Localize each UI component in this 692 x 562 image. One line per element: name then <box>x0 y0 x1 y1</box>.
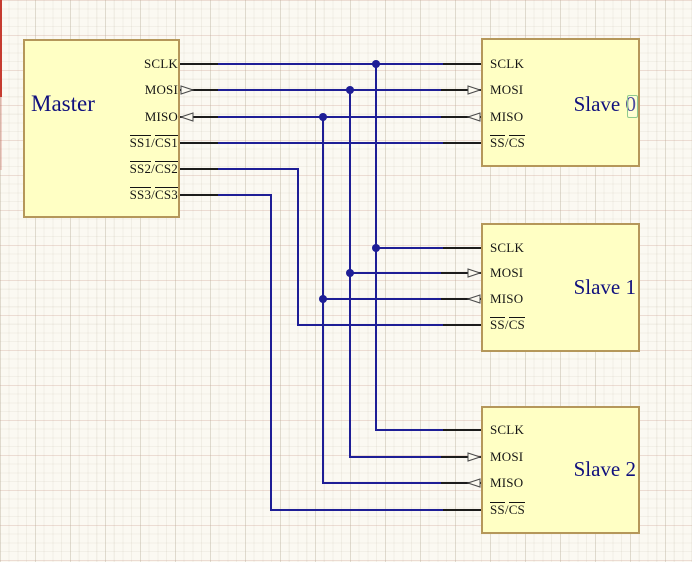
net-mosi-slave1-branch <box>349 272 441 274</box>
master-pin-ss1cs1: SS1/CS1 <box>129 135 178 150</box>
master-ss3cs3-lead <box>180 194 218 196</box>
net-miso-slave1-branch <box>322 298 441 300</box>
slave1-sscs-lead <box>443 324 481 326</box>
slave0-sscs-lead <box>443 142 481 144</box>
slave2-sclk-lead <box>443 429 481 431</box>
slave2-pin-sscs: SS/CS <box>490 502 525 517</box>
master-ss2cs2-lead <box>180 168 218 170</box>
slave2-mosi-input-arrow-icon <box>467 452 481 462</box>
master-pin-mosi: MOSI <box>144 82 178 97</box>
net-ss2cs2-wire <box>218 168 299 170</box>
junction-dot-sclk-slave1 <box>372 244 380 252</box>
net-ss3cs3-vertical <box>270 194 272 511</box>
net-ss3cs3-slave2-branch <box>270 509 444 511</box>
master-pin-ss2cs2: SS2/CS2 <box>129 161 178 176</box>
slave1-miso-lead <box>441 298 481 300</box>
slave0-pin-sclk: SCLK <box>490 56 525 71</box>
slave2-sscs-lead <box>443 509 481 511</box>
master-ss1cs1-lead <box>180 142 218 144</box>
net-sclk-slave2-branch <box>375 429 444 431</box>
net-ss2cs2-vertical <box>297 168 299 326</box>
net-sclk-slave1-branch <box>375 247 444 249</box>
slave1-pin-miso: MISO <box>490 291 524 306</box>
master-block <box>23 39 180 218</box>
slave0-miso-lead <box>441 116 481 118</box>
slave2-pin-miso: MISO <box>490 475 524 490</box>
slave1-mosi-lead <box>441 272 481 274</box>
master-miso-input-arrow-icon <box>180 112 194 122</box>
junction-dot-miso-slave0 <box>319 113 327 121</box>
net-ss1cs1-wire <box>218 142 444 144</box>
slave1-block <box>481 223 640 352</box>
master-block-title: Master <box>31 91 95 116</box>
slave0-block-title: Slave 0 <box>573 92 636 116</box>
slave0-block <box>481 38 640 167</box>
slave0-pin-sscs: SS/CS <box>490 135 525 150</box>
slave1-pin-sclk: SCLK <box>490 240 525 255</box>
slave0-pin-miso: MISO <box>490 109 524 124</box>
left-edge-red-artifact-faint <box>0 97 2 170</box>
net-miso-slave2-branch <box>322 482 441 484</box>
net-miso-wire <box>218 116 441 118</box>
net-ss2cs2-slave1-branch <box>297 324 444 326</box>
junction-dot-sclk-slave0 <box>372 60 380 68</box>
master-sclk-lead <box>180 63 218 65</box>
slave2-block <box>481 406 640 534</box>
net-ss3cs3-wire <box>218 194 272 196</box>
slave2-miso-output-arrow-icon <box>467 478 481 488</box>
master-pin-ss3cs3: SS3/CS3 <box>129 187 178 202</box>
slave1-miso-output-arrow-icon <box>467 294 481 304</box>
slave2-miso-lead <box>441 482 481 484</box>
slave0-miso-output-arrow-icon <box>467 112 481 122</box>
slave1-pin-sscs: SS/CS <box>490 317 525 332</box>
master-pin-miso: MISO <box>144 109 178 124</box>
slave0-sclk-lead <box>443 63 481 65</box>
master-pin-sclk: SCLK <box>143 56 178 71</box>
slave2-pin-sclk: SCLK <box>490 422 525 437</box>
slave1-block-title: Slave 1 <box>573 275 636 299</box>
junction-dot-mosi-slave0 <box>346 86 354 94</box>
slave1-sclk-lead <box>443 247 481 249</box>
junction-dot-mosi-slave1 <box>346 269 354 277</box>
master-mosi-output-arrow-icon <box>180 85 194 95</box>
slave2-pin-mosi: MOSI <box>490 449 524 464</box>
green-annotation-box <box>627 95 638 118</box>
slave1-pin-mosi: MOSI <box>490 265 524 280</box>
slave1-mosi-input-arrow-icon <box>467 268 481 278</box>
left-edge-red-artifact <box>0 0 2 97</box>
slave0-pin-mosi: MOSI <box>490 82 524 97</box>
net-mosi-slave2-branch <box>349 456 441 458</box>
slave0-mosi-lead <box>441 89 481 91</box>
master-mosi-lead <box>180 89 218 91</box>
slave0-mosi-input-arrow-icon <box>467 85 481 95</box>
slave2-block-title: Slave 2 <box>573 457 636 481</box>
master-miso-lead <box>180 116 218 118</box>
junction-dot-miso-slave1 <box>319 295 327 303</box>
net-mosi-wire <box>218 89 441 91</box>
slave2-mosi-lead <box>441 456 481 458</box>
net-sclk-wire <box>218 63 444 65</box>
